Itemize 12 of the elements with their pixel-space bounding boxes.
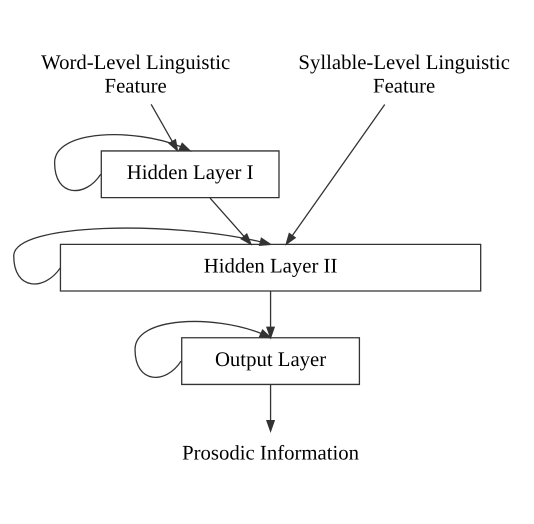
node-text: Word-Level Linguistic Feature bbox=[41, 51, 230, 97]
node-box: Output Layer bbox=[181, 336, 360, 385]
arrow bbox=[134, 320, 272, 378]
arrow bbox=[13, 226, 272, 284]
arrow bbox=[54, 134, 192, 191]
node-box: Hidden Layer II bbox=[60, 243, 482, 292]
arrow bbox=[266, 290, 276, 340]
node-text: Prosodic Information bbox=[182, 442, 360, 464]
arrow bbox=[266, 384, 276, 432]
arrow bbox=[285, 104, 386, 246]
node-box: Hidden Layer I bbox=[100, 150, 280, 198]
node-text: Syllable-Level Linguistic Feature bbox=[298, 51, 510, 97]
